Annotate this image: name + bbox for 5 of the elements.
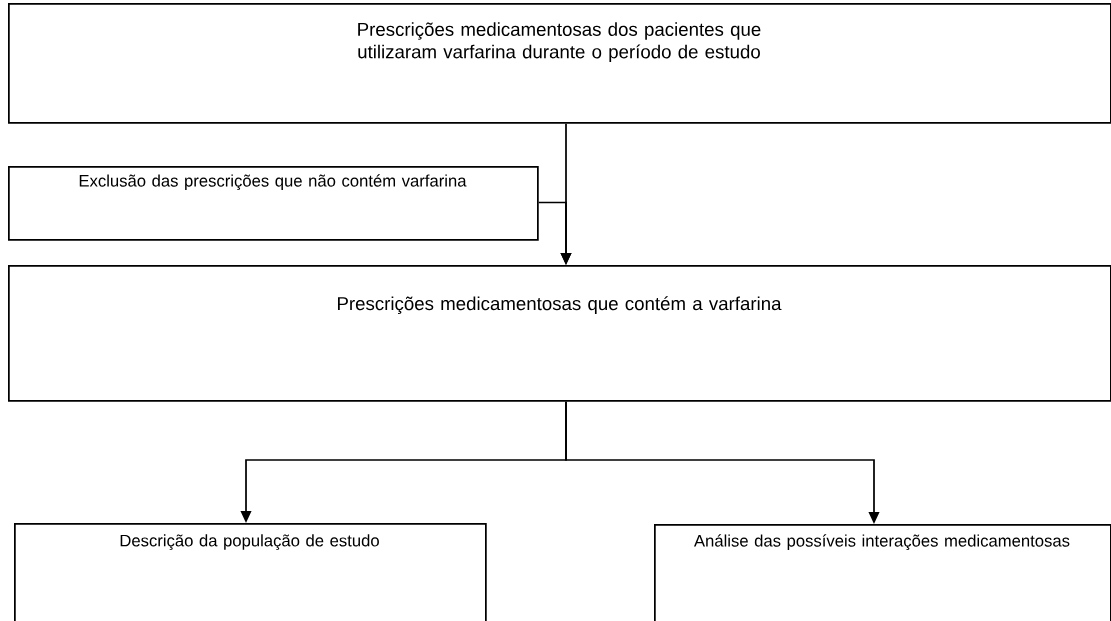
process-box: Exclusão das prescrições que não contém varfarina (8, 166, 539, 241)
process-box: Análise das possíveis interações medicamentosas (654, 524, 1111, 621)
process-box: Prescrições medicamentosas que contém a varfarina (8, 265, 1111, 402)
process-box: Prescrições medicamentosas dos pacientes que utilizaram varfarina durante o período de estudo (8, 3, 1111, 124)
process-box: Descrição da população de estudo (14, 523, 487, 621)
